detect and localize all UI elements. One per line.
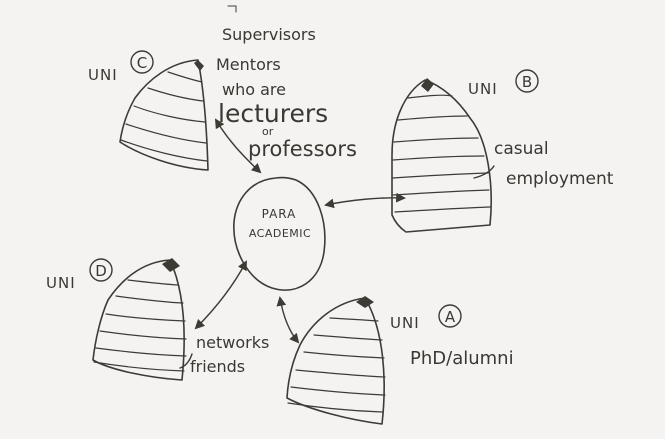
uni-c-label-line-5: or [262,125,274,138]
uni-c-label-line-4: lecturers [218,99,328,128]
arrow-center-to-uni-d [194,260,247,330]
uni-b-letter: B [522,73,532,91]
uni-b-prefix: UNI [468,80,498,98]
uni-a-group: UNI A PhD/alumni [286,296,514,425]
pointer-uni-b-label [473,165,495,179]
para-academic-label-line-2: ACADEMIC [249,227,311,240]
paper-corner-mark [227,5,237,13]
uni-a-cone [286,297,385,425]
para-academic-label-line-1: PARA [262,207,297,221]
uni-c-label-line-1: Supervisors [222,25,316,44]
pointer-uni-d-label [179,353,193,369]
uni-c-label-line-2: Mentors [216,55,281,74]
para-academic-circle [233,176,326,291]
uni-d-letter: D [95,262,107,280]
uni-c-cone [119,59,209,171]
arrow-center-to-uni-a [276,296,300,344]
uni-d-prefix: UNI [46,274,76,292]
uni-c-prefix: UNI [88,66,118,84]
para-academic-node: PARA ACADEMIC [233,176,326,291]
uni-d-group: UNI D networks friends [46,258,269,381]
connectors [179,118,495,369]
uni-b-badge [515,69,539,93]
uni-c-label-line-6: professors [248,137,357,161]
arrow-center-to-uni-b [324,192,406,209]
uni-b-cone-tip [421,78,434,92]
uni-b-cone [391,79,492,233]
uni-b-label-line-2: employment [506,169,614,189]
uni-d-cone-tip [162,258,180,272]
uni-c-label-line-3: who are [222,80,286,99]
uni-d-label-line-1: networks [196,333,269,352]
uni-c-cone-tip [194,60,204,71]
uni-a-prefix: UNI [390,314,420,332]
uni-d-cone-stripes [93,279,187,372]
uni-c-cone-stripes [120,71,208,162]
uni-c-letter: C [137,54,147,72]
uni-b-label-line-1: casual [494,139,549,159]
arrow-uni-c-to-center [214,118,262,174]
uni-d-cone [92,259,186,381]
uni-c-badge [130,50,154,74]
uni-a-letter: A [445,308,456,326]
uni-a-label-line-1: PhD/alumni [410,348,514,369]
uni-a-cone-stripes [287,317,386,413]
uni-a-cone-tip [356,296,374,308]
uni-a-badge [438,304,462,328]
uni-b-group: UNI B casual employment [391,69,614,233]
uni-d-badge [89,258,113,282]
uni-d-label-line-2: friends [190,357,245,376]
